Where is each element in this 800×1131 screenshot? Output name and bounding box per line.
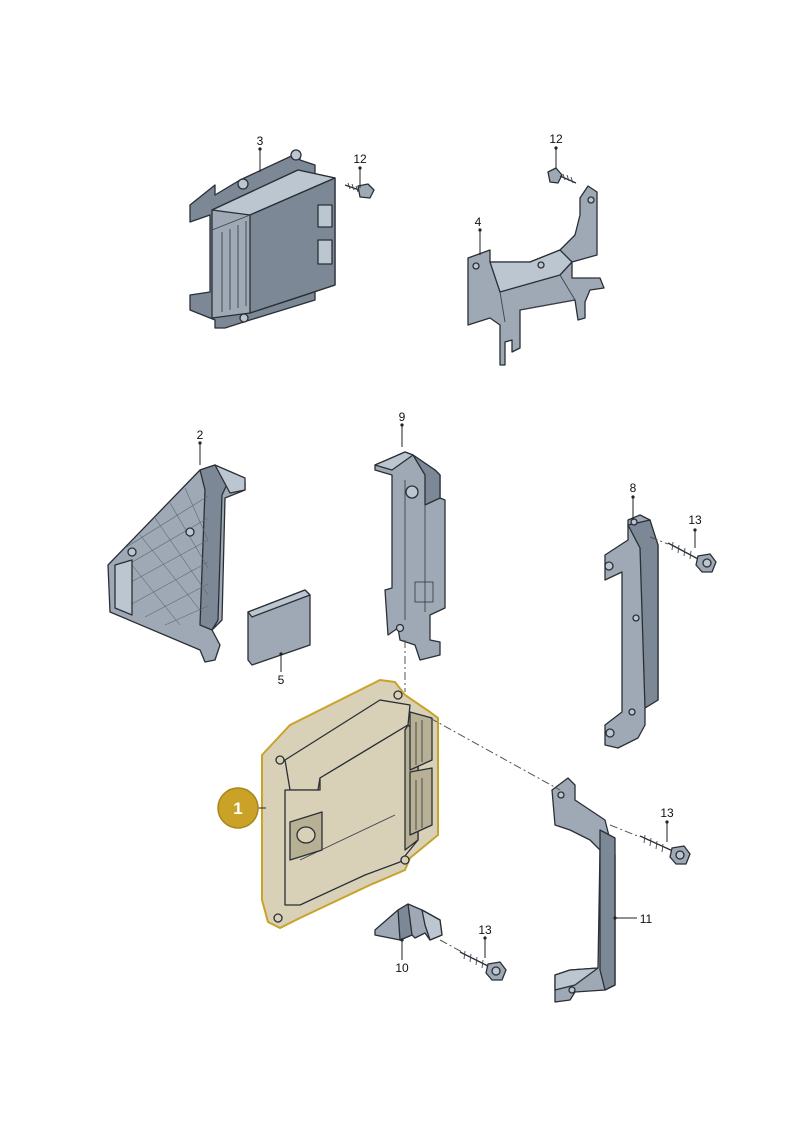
part-4-bracket[interactable] bbox=[467, 185, 605, 366]
bolt-13-upper[interactable] bbox=[667, 541, 717, 573]
callout-5: 5 bbox=[278, 673, 285, 687]
callout-12-right: 12 bbox=[549, 132, 563, 146]
callout-labels: 3 12 12 4 2 9 8 13 5 13 11 13 10 bbox=[197, 132, 702, 975]
callout-8: 8 bbox=[630, 481, 637, 495]
callout-1-badge[interactable]: 1 bbox=[217, 787, 259, 829]
callout-11: 11 bbox=[640, 912, 653, 926]
alignment-lines bbox=[404, 536, 669, 953]
callout-2: 2 bbox=[197, 428, 204, 442]
callout-12-left: 12 bbox=[353, 152, 367, 166]
callout-13-upper: 13 bbox=[688, 513, 702, 527]
part-2-ribbed-cover[interactable] bbox=[107, 464, 246, 663]
leader-lines bbox=[198, 146, 697, 960]
part-9-vertical-bracket[interactable] bbox=[374, 451, 446, 661]
bolt-13-lower[interactable] bbox=[459, 950, 507, 981]
part-8-long-bracket[interactable] bbox=[604, 514, 659, 749]
part-3-control-unit-bracket[interactable] bbox=[189, 149, 336, 329]
callout-13-middle: 13 bbox=[660, 806, 674, 820]
bolt-13-middle[interactable] bbox=[639, 834, 691, 865]
callout-13-lower: 13 bbox=[478, 923, 492, 937]
callout-9: 9 bbox=[399, 410, 406, 424]
callout-4: 4 bbox=[475, 215, 482, 229]
bolt-12-left[interactable] bbox=[344, 182, 375, 199]
bolt-12-right[interactable] bbox=[547, 167, 577, 184]
callout-10: 10 bbox=[395, 961, 409, 975]
part-11-clip[interactable] bbox=[551, 777, 616, 1003]
callout-1: 1 bbox=[233, 799, 242, 818]
callout-3: 3 bbox=[257, 134, 264, 148]
part-10-holder[interactable] bbox=[374, 903, 443, 941]
part-1-engine-control-unit[interactable] bbox=[261, 679, 439, 929]
part-5-pad[interactable] bbox=[247, 589, 311, 666]
